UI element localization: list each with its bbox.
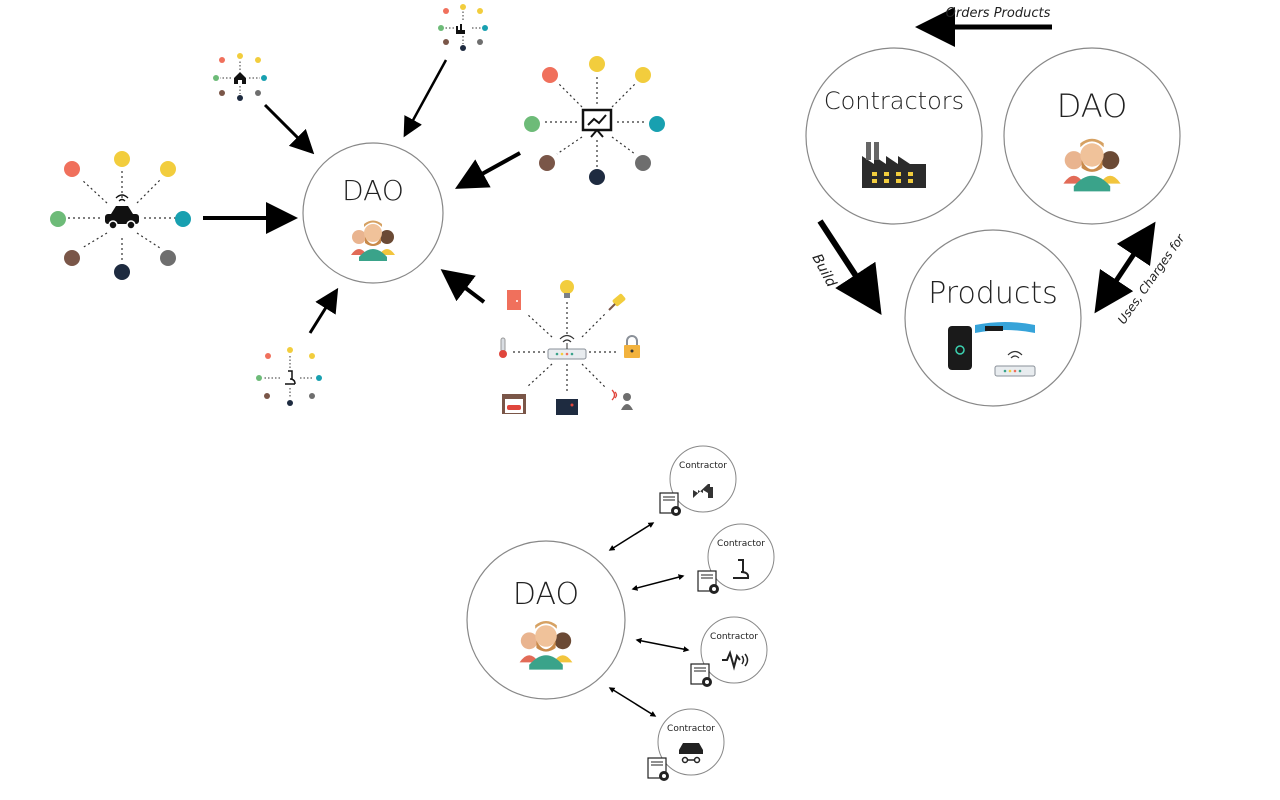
presentation-chart-icon [581,108,613,138]
contractor-node-1: Contractor [608,445,737,551]
microscope-icon [733,559,750,579]
chart-cluster [524,56,665,185]
link-arrow [608,687,657,717]
car-icon [105,194,139,230]
contractor-circle [700,616,768,684]
bottom-diagram: DAO Contractor Contractor [466,445,775,781]
microscope-icon [285,370,296,385]
fitness-band-icon [975,322,1035,333]
router-icon [547,334,587,360]
orders-products-label: Orders Products [946,6,1051,21]
plug-icon [608,293,626,311]
products-label: Products [928,276,1058,311]
arrow-factory-to-dao [403,59,448,138]
car-icon [679,743,703,764]
uses-charges-label: Uses, Charges for [1115,231,1188,327]
thermometer-icon [499,337,507,358]
contractor-label: Contractor [710,632,758,642]
contract-gear-icon [690,663,712,687]
contractor-circle [707,523,775,591]
garage-icon [502,394,526,414]
signal-wave-icon [722,650,749,671]
contractors-circle [805,47,983,225]
bottom-dao-circle [466,540,626,700]
contractor-node-4: Contractor [608,687,725,781]
smart-speaker-icon [948,326,972,370]
dao-hub-label: DAO [342,174,404,207]
bottom-dao-label: DAO [513,577,579,612]
home-icon [234,72,246,84]
hub-arrows [203,59,521,334]
factory-cluster [438,4,488,51]
build-label: Build [808,251,839,290]
door-icon [507,290,521,310]
link-arrow [631,574,685,591]
arrow-home-to-dao [263,103,315,155]
contractor-label: Contractor [717,539,765,549]
person-sensor-icon [611,389,633,410]
contractors-label: Contractors [824,87,964,115]
right-diagram: Contractors DAO Products [805,6,1188,407]
arrow-build [817,219,882,316]
contractor-label: Contractor [667,724,715,734]
arrow-smarthome-to-dao [440,269,486,304]
dao-label: DAO [1057,87,1128,125]
dao-circle [1003,47,1181,225]
products-circle [904,229,1082,407]
factory-icon [456,24,465,34]
link-arrow [608,522,655,551]
lightbulb-icon [560,280,574,298]
contract-gear-icon [659,492,681,516]
factory-icon [862,142,926,188]
lab-cluster [256,347,322,406]
contractor-node-3: Contractor [635,616,768,687]
contract-gear-icon [647,757,669,781]
lock-icon [624,335,640,358]
router-icon [994,350,1036,377]
link-arrow [635,637,690,653]
storage-box-icon [556,399,578,415]
car-cluster [50,151,191,280]
factory-icon [693,484,713,498]
contractor-node-2: Contractor [631,523,775,594]
arrow-lab-to-dao [308,287,339,334]
home-cluster [213,53,267,101]
left-diagram: DAO [50,4,665,415]
arrow-uses-charges [1094,221,1156,314]
arrow-chart-to-dao [454,151,521,189]
contractor-label: Contractor [679,461,727,471]
contract-gear-icon [697,570,719,594]
smart-home-cluster [499,280,640,415]
contractor-circle [669,445,737,513]
dao-hub-circle [302,142,444,284]
contractor-circle [657,708,725,776]
